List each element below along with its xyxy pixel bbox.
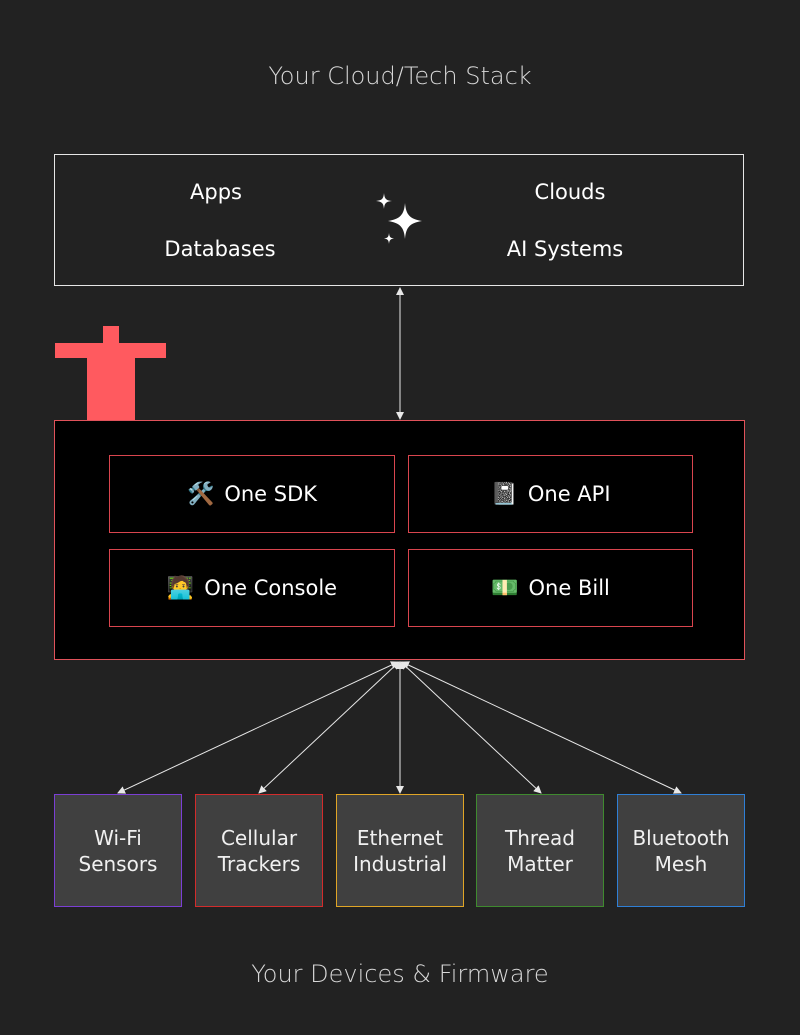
device-label-line2: Sensors bbox=[78, 851, 158, 876]
device-label-line1: Cellular bbox=[220, 825, 298, 850]
cloud-item-clouds: Clouds bbox=[534, 180, 606, 204]
device-label-line2: Matter bbox=[507, 851, 573, 876]
device-wifi-sensors: Wi-Fi Sensors bbox=[54, 794, 182, 907]
device-label-line1: Thread bbox=[505, 825, 575, 850]
device-connector-wifi bbox=[117, 661, 399, 794]
cloud-item-ai-systems: AI Systems bbox=[506, 237, 624, 261]
devices-title: Your Devices & Firmware bbox=[251, 960, 549, 988]
device-label-line1: Ethernet bbox=[356, 825, 444, 850]
device-connector-thread bbox=[400, 661, 542, 794]
device-connector-bluetooth bbox=[401, 661, 682, 794]
cloud-stack-title: Your Cloud/Tech Stack bbox=[268, 62, 532, 90]
device-ethernet-industrial: Ethernet Industrial bbox=[336, 794, 464, 907]
cloud-item-databases: Databases bbox=[164, 237, 276, 261]
feature-label: One Bill bbox=[528, 576, 610, 600]
feature-label: One SDK bbox=[224, 482, 318, 506]
feature-one-sdk: 🛠️ One SDK bbox=[109, 455, 395, 533]
device-label-line2: Trackers bbox=[217, 851, 301, 876]
money-icon: 💵 bbox=[491, 575, 519, 601]
cloud-stack-box bbox=[54, 154, 744, 286]
feature-one-console: 🧑‍💻 One Console bbox=[109, 549, 395, 627]
device-thread-matter: Thread Matter bbox=[476, 794, 604, 907]
tools-icon: 🛠️ bbox=[186, 481, 215, 507]
device-label-line1: Wi-Fi bbox=[94, 825, 142, 850]
device-label-line2: Industrial bbox=[353, 851, 447, 876]
device-connector-cellular bbox=[258, 661, 400, 794]
feature-label: One API bbox=[527, 482, 611, 506]
sparkles-icon bbox=[376, 193, 422, 244]
device-label-line1: Bluetooth bbox=[632, 825, 730, 850]
notebook-icon: 📓 bbox=[490, 481, 518, 507]
device-bluetooth-mesh: Bluetooth Mesh bbox=[617, 794, 745, 907]
mascot-figure-icon bbox=[55, 326, 166, 421]
feature-one-bill: 💵 One Bill bbox=[408, 549, 693, 627]
cloud-item-apps: Apps bbox=[190, 180, 242, 204]
feature-label: One Console bbox=[204, 576, 338, 600]
technologist-icon: 🧑‍💻 bbox=[166, 575, 195, 601]
device-label-line2: Mesh bbox=[654, 851, 708, 876]
feature-one-api: 📓 One API bbox=[408, 455, 693, 533]
device-cellular-trackers: Cellular Trackers bbox=[195, 794, 323, 907]
